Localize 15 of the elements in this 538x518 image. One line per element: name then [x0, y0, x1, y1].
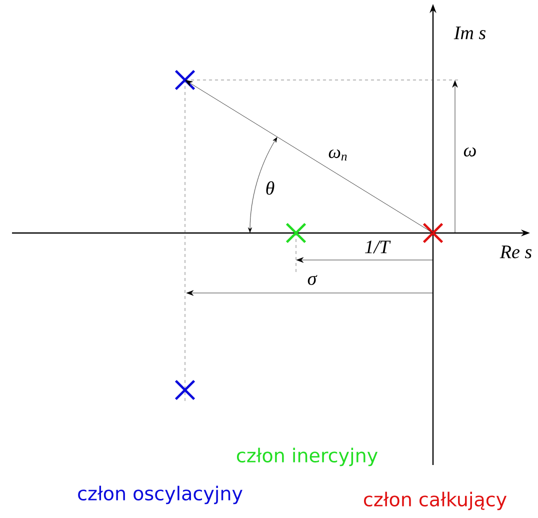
axis-label: Re s [500, 246, 532, 258]
pole-marker [174, 70, 196, 90]
pole-marker [174, 380, 196, 400]
pole-marker [286, 222, 306, 244]
axis-label: Im s [454, 26, 486, 40]
dimension-label: ω [464, 147, 476, 157]
pole-marker [422, 222, 444, 244]
dimension-label: σ [308, 275, 318, 285]
arrow [185, 80, 434, 234]
pole-type-label: człon całkujący [364, 492, 507, 510]
angle-label: θ [266, 181, 274, 195]
edge-label: ω$_{n}$ [327, 148, 349, 162]
pole-type-label: człon inercyjny [236, 448, 378, 466]
dimension-label: 1/T [365, 240, 391, 254]
pole-type-label: człon oscylacyjny [78, 486, 242, 504]
